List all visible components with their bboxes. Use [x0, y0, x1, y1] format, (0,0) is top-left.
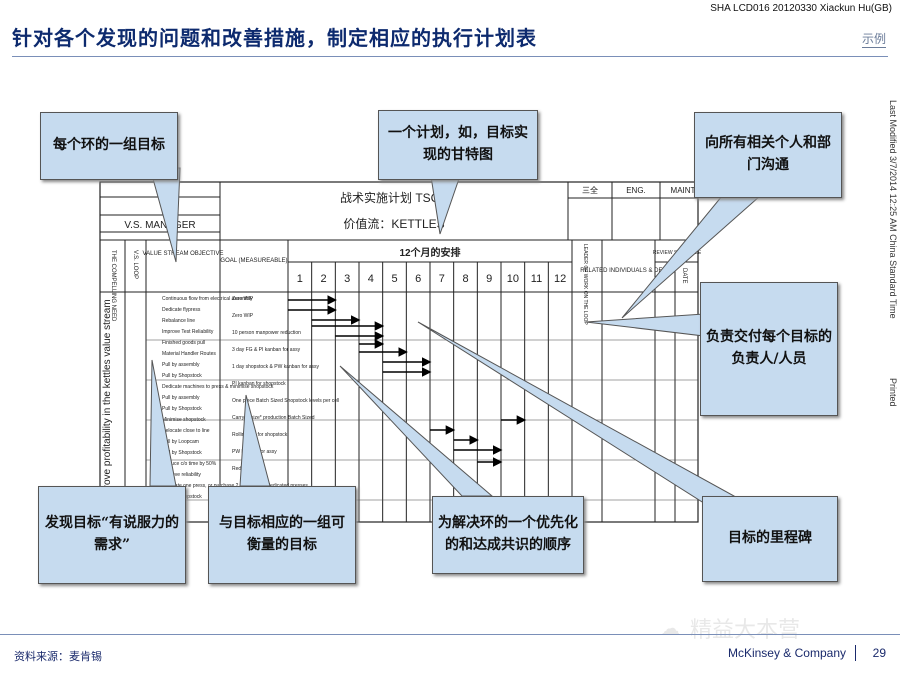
callout-milestone: 目标的里程碑	[702, 496, 838, 582]
objective-item: Dedicate machines to press & minimise sh…	[162, 384, 274, 390]
objective-item: Reduce c/o time by 50%	[162, 461, 217, 467]
objective-item: Pull by assembly	[162, 362, 200, 368]
callout-loop-goal: 每个环的一组目标	[40, 112, 178, 180]
callout-compelling: 发现目标“有说服力的需求”	[38, 486, 186, 584]
month-label: 2	[320, 273, 326, 285]
page-title: 针对各个发现的问题和改善措施，制定相应的执行计划表	[12, 26, 537, 50]
goal-item: PI kanban for shopstock	[232, 381, 286, 387]
month-label: 4	[368, 273, 374, 285]
month-label: 10	[507, 273, 519, 285]
objective-item: Improve Test Reliability	[162, 329, 214, 335]
page-separator	[855, 645, 856, 661]
objective-item: Relocate close to line	[162, 428, 210, 434]
objective-header: VALUE STREAM OBJECTIVE	[143, 251, 224, 257]
objective-item: Minimise shopstock	[162, 417, 206, 423]
footer-rule	[0, 634, 900, 635]
objective-item: Dedicate flypress	[162, 307, 201, 313]
month-label: 3	[344, 273, 350, 285]
date-header: DATE	[681, 268, 687, 284]
callout-sequence: 为解决环的一个优先化的和达成共识的顺序	[432, 496, 584, 574]
month-label: 6	[415, 273, 421, 285]
sheet-title: 战术实施计划 TSCH	[340, 190, 448, 205]
objective-item: Improve reliability	[162, 472, 201, 478]
goal-item: 10 person manpower reduction	[232, 330, 301, 336]
callout-gantt: 一个计划，如，目标实现的甘特图	[378, 110, 538, 180]
related-header: RELATED INDIVIDUALS & DEPTS.	[580, 268, 676, 274]
source-note: 资料来源：麦肯锡	[14, 650, 102, 663]
top-right-cell: ENG.	[626, 186, 646, 195]
manager-label: V.S. MANAGER	[124, 220, 195, 231]
objective-item: Pull by Loopcam	[162, 439, 199, 445]
objective-item: Material Handler Routes	[162, 351, 216, 357]
objective-item: Continuous flow from electrical assembly	[162, 296, 253, 302]
top-right-cell: 三全	[582, 185, 598, 195]
goal-item: 1 day shopstock & PW kanban for assy	[232, 364, 319, 370]
gantt-arrows	[288, 295, 527, 467]
objective-item: Pull by Shopstock	[162, 406, 202, 412]
leader-header: LEADER OF WORK ON THE LOOP	[582, 244, 588, 325]
month-label: 11	[531, 273, 542, 285]
goal-item: Rolling cell for shopstock	[232, 432, 288, 438]
month-label: 8	[462, 273, 468, 285]
objective-item: Pull by Shopstock	[162, 450, 202, 456]
month-label: 5	[391, 273, 397, 285]
goal-header: GOAL (MEASUREABLE)	[220, 258, 287, 264]
title-rule	[12, 56, 888, 57]
example-tag: 示例	[861, 32, 886, 48]
goal-item: 3 day FG & PI kanban for assy	[232, 347, 301, 353]
goal-item: Carry in size* production Batch Sized	[232, 415, 315, 421]
wechat-icon: ☁	[660, 616, 680, 640]
sheet-subtitle: 价值流：KETTLES	[343, 216, 444, 231]
header-meta: SHA LCD016 20120330 Xiackun Hu(GB)	[710, 3, 892, 14]
month-label: 9	[486, 273, 492, 285]
compelling-need-text: Improve profitability in the kettles val…	[102, 299, 113, 505]
callout-owner: 负责交付每个目标的负责人/人员	[700, 282, 838, 416]
objective-item: Rebalance line	[162, 318, 195, 324]
goal-item: One piece Batch Sized Shopstock levels p…	[232, 398, 339, 404]
objective-item: Pull by Shopstock	[162, 373, 202, 379]
month-label: 7	[439, 273, 445, 285]
goal-item: Zero WIP	[232, 313, 254, 319]
month-label: 1	[297, 273, 303, 285]
company-name: McKinsey & Company	[727, 646, 846, 660]
compelling-header: THE COMPELLING NEED	[110, 250, 116, 322]
last-modified-note: Last Modified 3/7/2014 12:25 AM China St…	[888, 100, 898, 319]
objective-item: Pull by assembly	[162, 395, 200, 401]
schedule-header: 12个月的安排	[399, 246, 460, 259]
objective-item: Finished goods pull	[162, 340, 205, 346]
watermark-text: 精益大本营	[690, 618, 801, 643]
month-label: 12	[554, 273, 566, 285]
month-columns	[311, 262, 549, 522]
page-number: 29	[872, 646, 886, 660]
top-right-cell: MAINT	[671, 186, 696, 195]
loop-header: V.S. LOOP	[132, 250, 138, 279]
goal-item: Zero WIP	[232, 296, 254, 302]
callout-measurable: 与目标相应的一组可衡量的目标	[208, 486, 356, 584]
printed-note: Printed	[888, 378, 898, 407]
callout-communicate: 向所有相关个人和部门沟通	[694, 112, 842, 198]
